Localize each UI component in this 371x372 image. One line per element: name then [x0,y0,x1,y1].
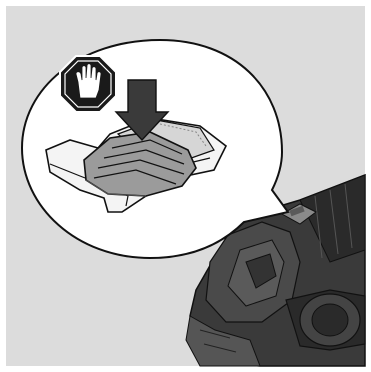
stop-hand-icon [60,56,116,112]
